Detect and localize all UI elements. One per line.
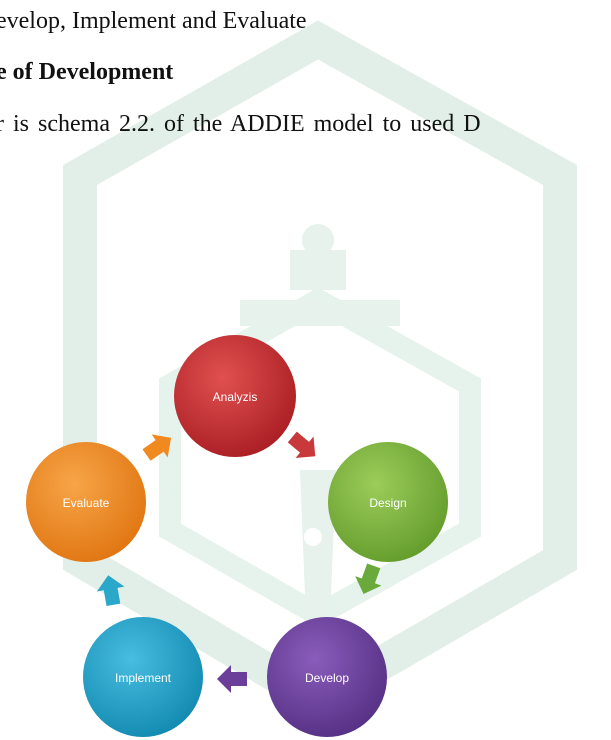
step-evaluate: Evaluate <box>26 442 146 562</box>
watermark-pen <box>300 470 336 620</box>
watermark-dome <box>302 224 334 256</box>
arrow-develop-to-implement <box>217 665 247 693</box>
step-analyzis: Analyzis <box>174 335 296 457</box>
watermark-bar <box>240 300 400 326</box>
step-label-design: Design <box>369 496 406 510</box>
step-design: Design <box>328 442 448 562</box>
step-label-analyzis: Analyzis <box>213 390 258 404</box>
arrow-analyzis-to-design <box>287 431 316 459</box>
step-develop: Develop <box>267 617 387 737</box>
text-line-3: r is schema 2.2. of the ADDIE model to u… <box>0 111 481 137</box>
step-label-evaluate: Evaluate <box>63 496 110 510</box>
arrow-design-to-develop <box>355 563 382 595</box>
step-implement: Implement <box>83 617 203 737</box>
step-label-implement: Implement <box>115 671 172 685</box>
text-line-1: evelop, Implement and Evaluate <box>0 8 307 34</box>
section-heading: e of Development <box>0 59 174 85</box>
arrow-evaluate-to-analyzis <box>142 434 172 461</box>
step-label-develop: Develop <box>305 671 349 685</box>
watermark-tower <box>290 250 346 290</box>
watermark-pen-hole <box>304 528 322 546</box>
arrow-implement-to-evaluate <box>96 575 125 607</box>
